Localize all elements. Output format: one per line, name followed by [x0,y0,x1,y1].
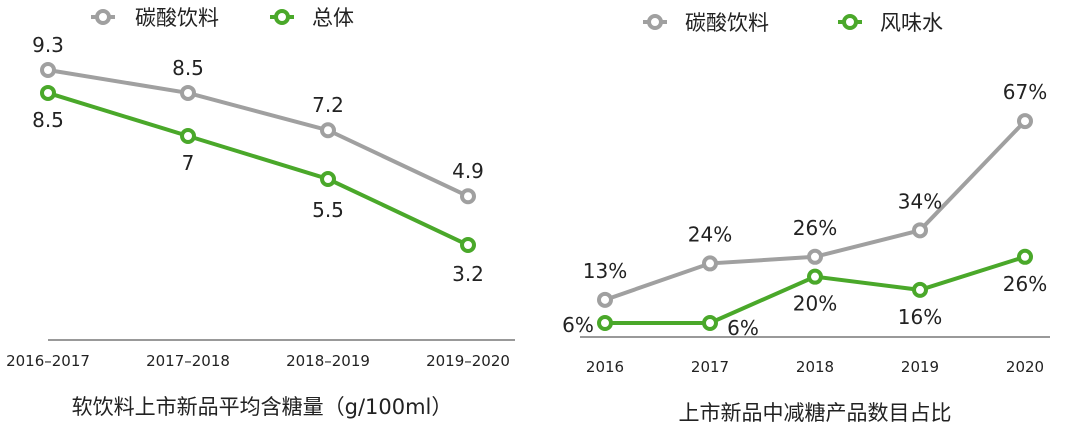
legend-marker-icon [274,9,290,25]
data-point [912,281,928,298]
data-label: 26% [1003,272,1047,296]
data-label: 6% [562,313,594,337]
x-tick-label: 2018 [796,358,834,376]
data-point [702,255,718,272]
x-tick-label: 2020 [1006,358,1044,376]
x-tick-label: 2017–2018 [146,352,230,370]
data-label: 6% [727,316,759,340]
data-point [597,315,613,331]
data-label: 26% [793,216,837,240]
data-label: 4.9 [452,159,484,183]
x-tick-label: 2017 [691,358,729,376]
data-label: 16% [898,305,942,329]
data-label: 7.2 [312,93,344,117]
legend-label: 碳酸饮料 [135,6,219,30]
data-point [180,127,196,144]
data-point [912,222,928,239]
x-tick-label: 2016 [586,358,624,376]
data-label: 9.3 [32,33,64,57]
chart-title: 上市新品中减糖产品数目占比 [679,401,952,425]
data-point [460,237,476,254]
x-tick-label: 2016–2017 [6,352,90,370]
chart-sugar-content: 2016–2017 2017–2018 2018–2019 2019–2020 软饮料上… [6,6,515,419]
data-label: 5.5 [312,198,344,222]
legend-marker-icon [95,9,111,25]
data-point [597,291,613,308]
data-point [180,84,196,101]
series-line [47,68,469,199]
data-point [1017,248,1033,265]
legend-label: 总体 [312,6,354,30]
legend-label: 风味水 [880,11,943,35]
data-point [1017,113,1033,130]
data-label: 8.5 [32,108,64,132]
x-tick-label: 2018–2019 [286,352,370,370]
data-label: 34% [898,189,942,213]
data-point [702,315,718,331]
data-point [807,248,823,265]
data-point [320,171,336,188]
x-tick-label: 2019–2020 [426,352,510,370]
legend-marker-icon [842,14,858,30]
chart-reduced-sugar-share: 2016 2017 2018 2019 2020 上市新品中减糖产品数目占比 碳酸饮料 13%… [562,11,1050,425]
data-point [320,122,336,139]
data-point [460,188,476,205]
legend-label: 碳酸饮料 [685,11,769,35]
series-line [47,91,469,247]
data-point [807,268,823,285]
data-label: 13% [583,259,627,283]
data-point [40,84,56,101]
data-label: 7 [182,151,195,175]
legend-marker-icon [647,14,663,30]
x-tick-label: 2019 [901,358,939,376]
data-label: 20% [793,292,837,316]
data-point [40,62,56,78]
data-label: 67% [1003,80,1047,104]
chart-title: 软饮料上市新品平均含糖量（g/100ml） [72,395,453,419]
data-label: 24% [688,222,732,246]
data-label: 8.5 [172,56,204,80]
data-label: 3.2 [452,262,484,286]
